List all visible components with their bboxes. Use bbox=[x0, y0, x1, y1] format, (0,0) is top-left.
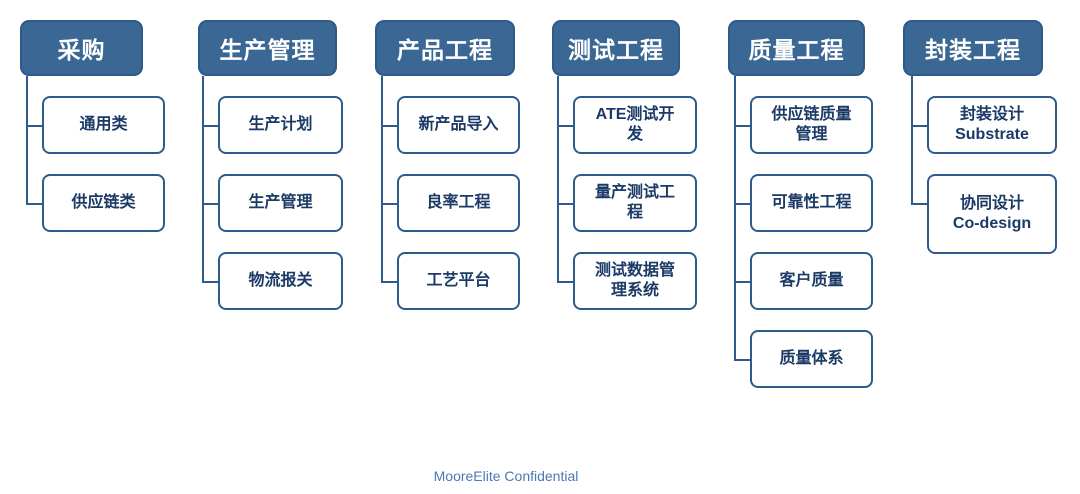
branch-header-quality-engineering: 质量工程 bbox=[728, 20, 865, 76]
tree-node: 良率工程 bbox=[381, 154, 520, 232]
branch-children: 供应链质量 管理 可靠性工程 客户质量 质量体系 bbox=[734, 76, 873, 388]
branch-test-engineering: 测试工程 ATE测试开 发 量产测试工 程 测试数据管 理系统 bbox=[552, 20, 697, 310]
tree-node: 量产测试工 程 bbox=[557, 154, 697, 232]
tree-node-label: 生产管理 bbox=[218, 174, 343, 232]
tree-node-label: 封装设计 Substrate bbox=[927, 96, 1057, 154]
branch-children: ATE测试开 发 量产测试工 程 测试数据管 理系统 bbox=[557, 76, 697, 310]
tree-node: 生产计划 bbox=[202, 76, 343, 154]
tree-node: 新产品导入 bbox=[381, 76, 520, 154]
tree-node-label: 可靠性工程 bbox=[750, 174, 873, 232]
tree-node-label: 生产计划 bbox=[218, 96, 343, 154]
tree-node-label: 量产测试工 程 bbox=[573, 174, 697, 232]
branch-production-management: 生产管理 生产计划 生产管理 物流报关 bbox=[198, 20, 343, 310]
tree-node: 客户质量 bbox=[734, 232, 873, 310]
tree-node: 供应链质量 管理 bbox=[734, 76, 873, 154]
tree-node-label: 客户质量 bbox=[750, 252, 873, 310]
tree-node: 封装设计 Substrate bbox=[911, 76, 1057, 154]
branch-children: 新产品导入 良率工程 工艺平台 bbox=[381, 76, 520, 310]
tree-node-label: 良率工程 bbox=[397, 174, 520, 232]
tree-node: 测试数据管 理系统 bbox=[557, 232, 697, 310]
tree-node: ATE测试开 发 bbox=[557, 76, 697, 154]
branch-children: 通用类 供应链类 bbox=[26, 76, 165, 232]
confidential-footer: MooreElite Confidential bbox=[433, 468, 579, 484]
tree-node-label: 通用类 bbox=[42, 96, 165, 154]
tree-node-label: 供应链质量 管理 bbox=[750, 96, 873, 154]
tree-node-label: 质量体系 bbox=[750, 330, 873, 388]
tree-node-label: ATE测试开 发 bbox=[573, 96, 697, 154]
branch-product-engineering: 产品工程 新产品导入 良率工程 工艺平台 bbox=[375, 20, 520, 310]
tree-node: 物流报关 bbox=[202, 232, 343, 310]
branch-header-procurement: 采购 bbox=[20, 20, 143, 76]
tree-node-label: 新产品导入 bbox=[397, 96, 520, 154]
branch-header-packaging-engineering: 封装工程 bbox=[903, 20, 1043, 76]
tree-node-label: 工艺平台 bbox=[397, 252, 520, 310]
branch-packaging-engineering: 封装工程 封装设计 Substrate 协同设计 Co-design bbox=[903, 20, 1057, 254]
tree-node-label: 协同设计 Co-design bbox=[927, 174, 1057, 254]
tree-node-label: 物流报关 bbox=[218, 252, 343, 310]
branch-header-production-management: 生产管理 bbox=[198, 20, 337, 76]
branch-children: 封装设计 Substrate 协同设计 Co-design bbox=[911, 76, 1057, 254]
branch-header-test-engineering: 测试工程 bbox=[552, 20, 680, 76]
tree-node: 可靠性工程 bbox=[734, 154, 873, 232]
branch-children: 生产计划 生产管理 物流报关 bbox=[202, 76, 343, 310]
tree-node: 生产管理 bbox=[202, 154, 343, 232]
tree-node-label: 测试数据管 理系统 bbox=[573, 252, 697, 310]
tree-node-label: 供应链类 bbox=[42, 174, 165, 232]
branch-procurement: 采购 通用类 供应链类 bbox=[20, 20, 165, 232]
tree-node: 质量体系 bbox=[734, 310, 873, 388]
branch-quality-engineering: 质量工程 供应链质量 管理 可靠性工程 客户质量 质量体系 bbox=[728, 20, 873, 388]
tree-node: 供应链类 bbox=[26, 154, 165, 232]
tree-node: 工艺平台 bbox=[381, 232, 520, 310]
tree-node: 通用类 bbox=[26, 76, 165, 154]
branch-header-product-engineering: 产品工程 bbox=[375, 20, 515, 76]
tree-node: 协同设计 Co-design bbox=[911, 154, 1057, 254]
